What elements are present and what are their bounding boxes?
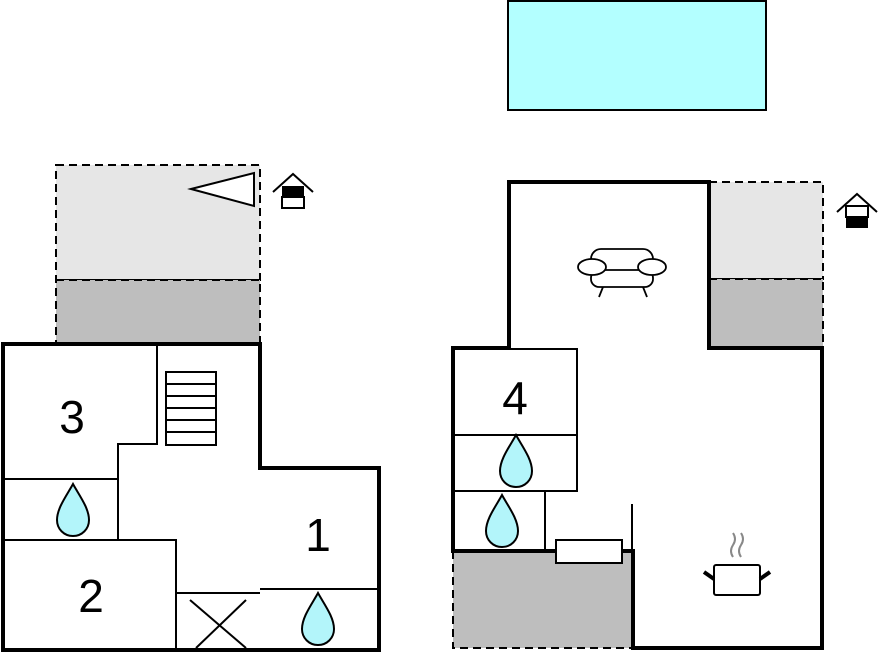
- cooking-pot-icon: [702, 532, 772, 596]
- terrace-open: [708, 181, 824, 280]
- room-2-label: 2: [78, 570, 104, 622]
- room-1-label: 1: [305, 509, 331, 561]
- room-4-label: 4: [502, 372, 528, 424]
- pool: [507, 0, 767, 111]
- radiator-icon: [555, 539, 623, 564]
- house-entrance-icon: [836, 192, 878, 228]
- interior-walls: [3, 344, 379, 650]
- exterior-walls: [451, 180, 824, 650]
- north-arrow-icon: [187, 171, 255, 208]
- right-floor-plan: 4: [451, 180, 878, 650]
- terrace-covered: [452, 550, 634, 649]
- terrace-covered: [708, 278, 824, 349]
- sofa-icon: [577, 248, 667, 298]
- house-entrance-icon: [272, 172, 314, 209]
- left-floor-plan: 3 2 1: [1, 164, 381, 652]
- terrace-covered: [55, 279, 261, 345]
- exterior-walls: [1, 342, 381, 652]
- room-3-label: 3: [59, 391, 85, 443]
- stairs-icon: [165, 371, 217, 446]
- interior-walls: [453, 348, 633, 551]
